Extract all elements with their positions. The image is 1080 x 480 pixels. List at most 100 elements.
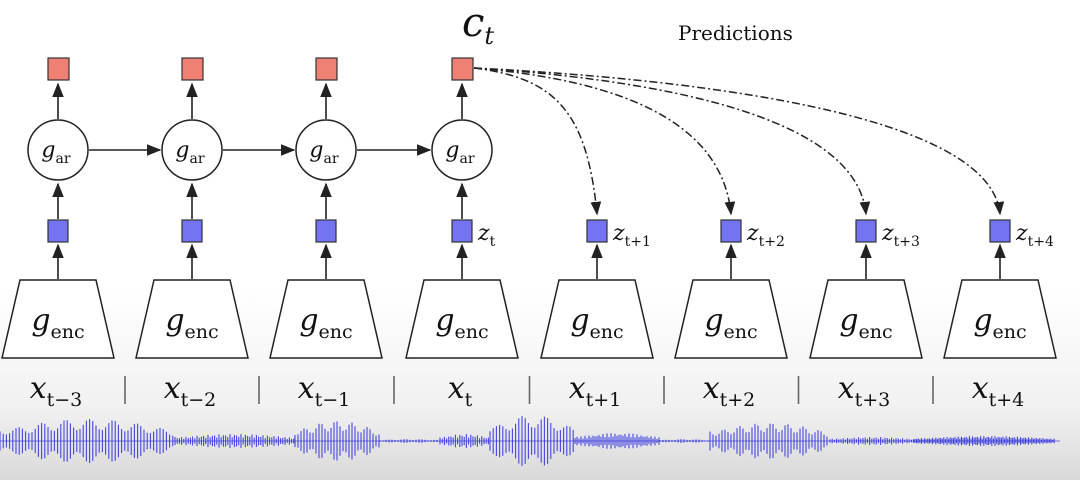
context-square-3: [451, 57, 474, 81]
predictions-label: Predictions: [678, 21, 793, 45]
z-label-0: zt: [477, 221, 496, 250]
x-label-2-main: x: [298, 371, 315, 406]
x-label-6-main: x: [838, 371, 855, 406]
x-label-0: xt−3: [30, 371, 83, 411]
gar-node-2: [295, 119, 357, 181]
z-label-2: zt+2: [746, 221, 785, 250]
encoder-label-0: genc: [31, 303, 84, 343]
encoder-label-6: genc: [839, 303, 892, 343]
x-label-6-sub: t+3: [855, 389, 891, 411]
x-label-4-sub: t+1: [586, 389, 622, 411]
encoder-block-7: [943, 279, 1057, 359]
context-square-0: [47, 57, 70, 81]
encoder-label-2-main: g: [299, 303, 318, 338]
latent-z-square-2: [315, 219, 337, 243]
encoder-label-0-sub: enc: [51, 321, 85, 343]
context-square-2: [315, 57, 338, 81]
context-title-sub: t: [484, 22, 494, 50]
x-label-0-main: x: [30, 371, 47, 406]
context-title-main: c: [462, 0, 484, 46]
encoder-block-2: [269, 279, 383, 359]
encoder-label-3-main: g: [435, 303, 454, 338]
encoder-label-4: genc: [570, 303, 623, 343]
encoder-block-4: [540, 279, 654, 359]
encoder-label-1-sub: enc: [185, 321, 219, 343]
x-label-0-sub: t−3: [47, 389, 83, 411]
z-label-3-main: z: [881, 221, 894, 246]
gar-label-0: gar: [41, 138, 70, 167]
encoder-label-4-main: g: [570, 303, 589, 338]
z-label-0-sub: t: [490, 234, 496, 250]
encoder-label-6-main: g: [839, 303, 858, 338]
gar-label-2: gar: [309, 138, 338, 167]
encoder-label-3: genc: [435, 303, 488, 343]
encoder-label-5: genc: [704, 303, 757, 343]
gar-label-0-main: g: [41, 138, 55, 163]
encoder-block-6: [809, 279, 923, 359]
prediction-arrow-3: [473, 67, 871, 216]
encoder-label-3-sub: enc: [455, 321, 489, 343]
x-label-2: xt−1: [298, 371, 351, 411]
prediction-arrow-2: [473, 67, 736, 216]
segment-separators: [124, 376, 934, 404]
gar-label-1-sub: ar: [190, 151, 205, 167]
z-label-4-sub: t+4: [1028, 234, 1054, 250]
prediction-arrow-4: [473, 67, 1005, 216]
gar-label-3: gar: [445, 138, 474, 167]
prediction-arrows-layer: [473, 67, 1005, 216]
gar-label-3-main: g: [445, 138, 459, 163]
encoder-label-0-main: g: [31, 303, 50, 338]
encoder-block-1: [135, 279, 249, 359]
encoder-label-2: genc: [299, 303, 352, 343]
gar-node-1: [161, 119, 223, 181]
x-label-3-sub: t: [465, 389, 473, 411]
x-label-7: xt+4: [972, 371, 1025, 411]
z-label-1-main: z: [612, 221, 625, 246]
z-label-0-main: z: [477, 221, 490, 246]
encoder-block-0: [1, 279, 115, 359]
x-label-3-main: x: [448, 371, 465, 406]
encoder-label-7-sub: enc: [993, 321, 1027, 343]
latent-z-square-0: [47, 219, 69, 243]
gar-label-1-main: g: [175, 138, 189, 163]
x-label-4: xt+1: [569, 371, 622, 411]
gar-label-2-main: g: [309, 138, 323, 163]
encoder-block-5: [674, 279, 788, 359]
z-label-1-sub: t+1: [625, 234, 651, 250]
x-label-7-sub: t+4: [989, 389, 1025, 411]
encoder-label-5-main: g: [704, 303, 723, 338]
z-label-2-main: z: [746, 221, 759, 246]
encoder-block-3: [405, 279, 519, 359]
z-label-4: zt+4: [1015, 221, 1054, 250]
gar-label-3-sub: ar: [460, 151, 475, 167]
latent-z-square-4: [586, 219, 608, 243]
gar-node-0: [27, 119, 89, 181]
context-title: ct: [462, 0, 494, 50]
latent-z-square-3: [451, 219, 473, 243]
x-label-2-sub: t−1: [315, 389, 351, 411]
gar-label-2-sub: ar: [324, 151, 339, 167]
x-label-1: xt−2: [164, 371, 217, 411]
x-label-5: xt+2: [703, 371, 756, 411]
encoder-label-4-sub: enc: [590, 321, 624, 343]
x-label-1-sub: t−2: [181, 389, 217, 411]
gar-node-3: [431, 119, 493, 181]
encoder-label-7-main: g: [973, 303, 992, 338]
x-label-5-main: x: [703, 371, 720, 406]
audio-waveform: [0, 416, 1060, 466]
latent-z-square-6: [855, 219, 877, 243]
encoder-label-7: genc: [973, 303, 1026, 343]
x-label-1-main: x: [164, 371, 181, 406]
encoder-label-6-sub: enc: [859, 321, 893, 343]
z-label-1: zt+1: [612, 221, 651, 250]
latent-z-square-7: [989, 219, 1011, 243]
latent-z-square-1: [181, 219, 203, 243]
z-label-4-main: z: [1015, 221, 1028, 246]
z-label-3-sub: t+3: [894, 234, 920, 250]
gar-label-0-sub: ar: [56, 151, 71, 167]
z-label-3: zt+3: [881, 221, 920, 250]
x-label-4-main: x: [569, 371, 586, 406]
x-label-6: xt+3: [838, 371, 891, 411]
